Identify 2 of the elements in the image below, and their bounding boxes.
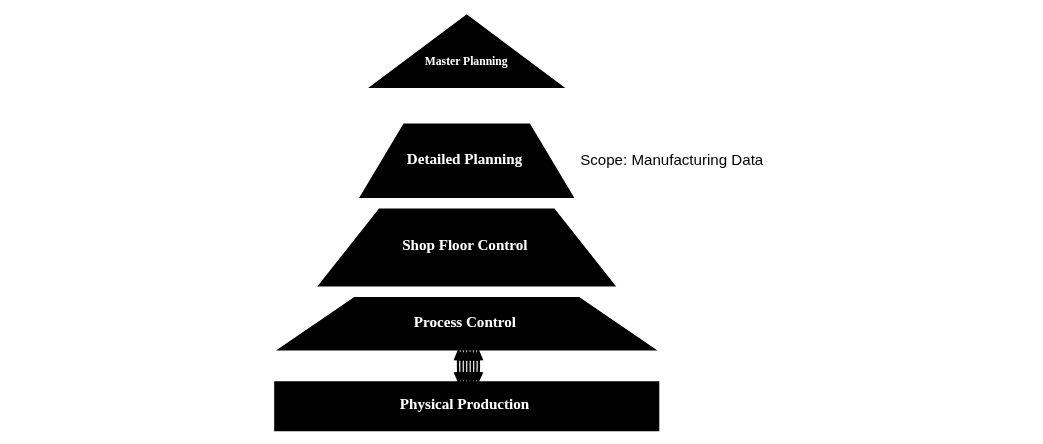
- label: Scope: Manufacturing Data: [579, 150, 763, 168]
- node-box: Physical Production: [273, 380, 659, 431]
